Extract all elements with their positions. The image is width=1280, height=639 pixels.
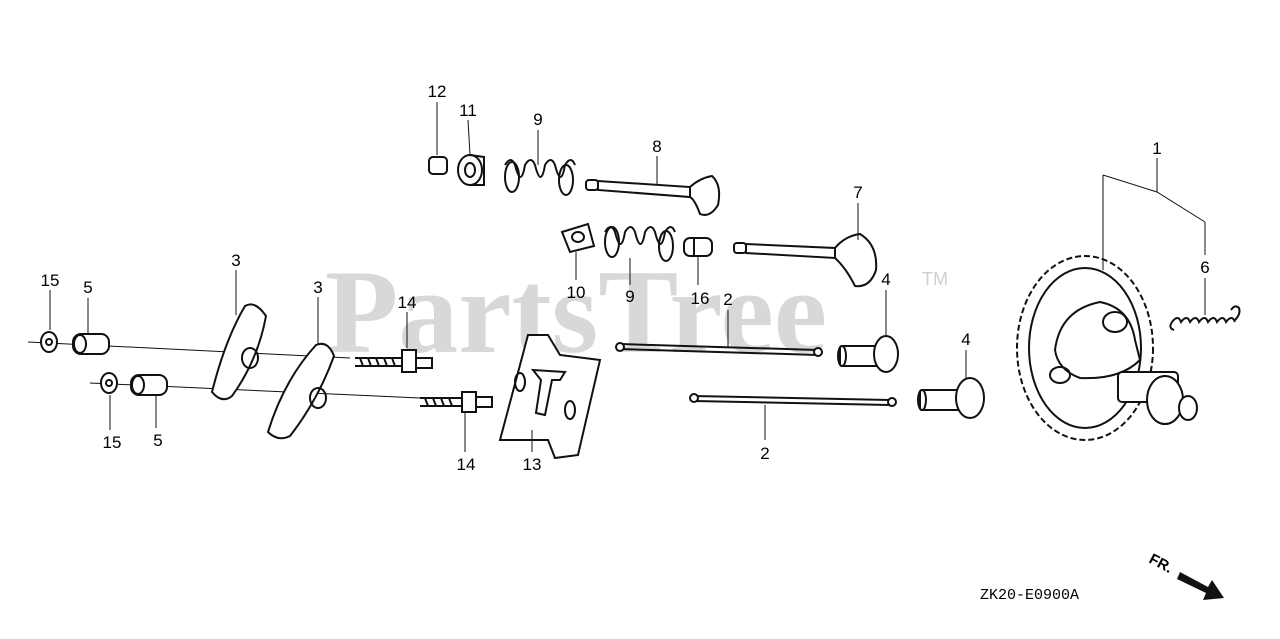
- part-13-push-rod-guide-plate[interactable]: [498, 334, 602, 460]
- part-3-rocker-arm-right[interactable]: [266, 342, 336, 440]
- part-14-rocker-stud-lower[interactable]: [420, 391, 493, 413]
- callout-2-lower: 2: [760, 444, 769, 463]
- part-2-push-rod-upper[interactable]: [615, 342, 823, 357]
- callout-15-upper: 15: [41, 271, 60, 290]
- part-9-valve-spring-upper[interactable]: [504, 159, 576, 196]
- callout-6: 6: [1200, 258, 1209, 277]
- callout-14-upper: 14: [398, 293, 417, 312]
- callout-7: 7: [853, 183, 862, 202]
- part-2-push-rod-lower[interactable]: [689, 393, 897, 407]
- part-15-nut-upper[interactable]: [40, 331, 58, 353]
- callout-16: 16: [691, 289, 710, 308]
- front-direction-label: FR.: [1146, 551, 1175, 577]
- callout-9-upper: 9: [533, 110, 542, 129]
- part-1-camshaft[interactable]: [1016, 255, 1198, 441]
- front-arrow-icon: [1177, 572, 1224, 600]
- part-6-decompressor-spring[interactable]: [1169, 305, 1241, 331]
- part-15-nut-lower[interactable]: [100, 372, 118, 394]
- callout-8: 8: [652, 137, 661, 156]
- callout-11: 11: [459, 101, 477, 120]
- part-4-tappet-upper[interactable]: [837, 335, 899, 373]
- part-14-rocker-stud-upper[interactable]: [355, 349, 433, 373]
- callout-5-upper: 5: [83, 278, 92, 297]
- part-16-valve-guide-seal[interactable]: [683, 237, 713, 257]
- watermark-trademark: TM: [922, 269, 948, 289]
- part-12-valve-cotter[interactable]: [428, 156, 448, 175]
- callout-3-right: 3: [313, 278, 322, 297]
- part-7-intake-valve[interactable]: [733, 232, 878, 288]
- part-3-rocker-arm-left[interactable]: [210, 303, 268, 401]
- part-11-valve-seal[interactable]: [457, 154, 485, 186]
- callout-9-lower: 9: [625, 287, 634, 306]
- part-10-spring-retainer[interactable]: [560, 222, 596, 254]
- callout-1: 1: [1152, 139, 1161, 158]
- drawing-code: ZK20-E0900A: [980, 587, 1079, 604]
- callout-13: 13: [523, 455, 542, 474]
- part-5-pivot-upper[interactable]: [72, 333, 110, 355]
- part-8-exhaust-valve[interactable]: [585, 174, 721, 216]
- part-9-valve-spring-lower[interactable]: [604, 226, 676, 262]
- part-4-tappet-lower[interactable]: [917, 377, 985, 419]
- callout-3-left: 3: [231, 251, 240, 270]
- callout-2-upper: 2: [723, 290, 732, 309]
- part-5-pivot-lower[interactable]: [130, 374, 168, 396]
- front-direction-indicator: FR.: [1146, 551, 1224, 600]
- callout-5-lower: 5: [153, 431, 162, 450]
- callout-4-upper: 4: [881, 270, 890, 289]
- callout-14-lower: 14: [457, 455, 476, 474]
- callout-12: 12: [428, 82, 447, 101]
- callout-numbers: 12 11 9 8 1 7 6 3 15 5 3 10 9 16 2 14 4 …: [41, 82, 1210, 474]
- leader-lines: [49, 102, 1206, 452]
- callout-4-lower: 4: [961, 330, 970, 349]
- callout-10: 10: [567, 283, 586, 302]
- callout-15-lower: 15: [103, 433, 122, 452]
